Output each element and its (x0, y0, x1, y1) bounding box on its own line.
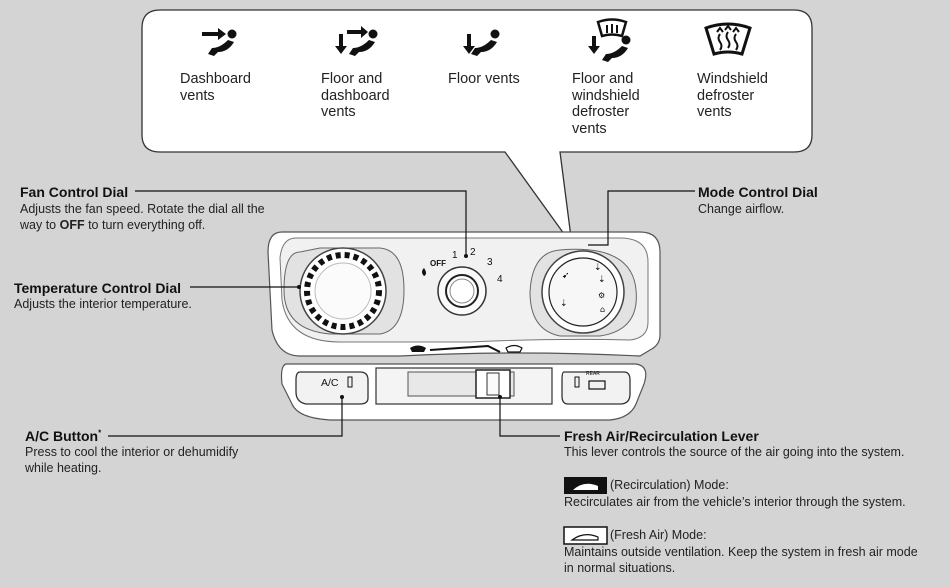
lever-desc: This lever controls the source of the ai… (564, 445, 905, 459)
svg-text:⇣: ⇣ (598, 275, 606, 285)
lever-title: Fresh Air/Recirculation Lever (564, 428, 759, 444)
fresh-air-mode-icon (563, 526, 608, 545)
recirc-mode-desc: Recirculates air from the vehicle’s inte… (564, 495, 906, 509)
fan-control-title: Fan Control Dial (20, 184, 129, 200)
mode-control-title: Mode Control Dial (698, 184, 818, 200)
fan-speed-3-label: 3 (487, 257, 493, 268)
mode-label-floor-and-windshield-defroster-vents: Floor and windshield defroster vents (572, 71, 640, 137)
temperature-control-desc: Adjusts the interior temperature. (14, 297, 192, 311)
fan-off-label: OFF (430, 259, 446, 268)
fan-control-desc: Adjusts the fan speed. Rotate the dial a… (20, 202, 265, 232)
mode-label-dashboard-vents: Dashboard vents (180, 71, 251, 104)
fan-speed-2-label: 2 (470, 247, 476, 258)
mode-label-floor-vents: Floor vents (448, 71, 520, 87)
temperature-control-title: Temperature Control Dial (14, 280, 181, 296)
fresh-mode-label: (Fresh Air) Mode: (610, 528, 707, 542)
svg-text:⌂: ⌂ (600, 305, 605, 314)
ac-button-label: A/C (321, 377, 339, 389)
ac-button[interactable] (295, 371, 369, 405)
fan-speed-1-label: 1 (452, 250, 458, 261)
floor-and-windshield-defroster-icon (588, 18, 631, 62)
fan-speed-4-label: 4 (497, 274, 503, 285)
mode-label-floor-and-dashboard-vents: Floor and dashboard vents (321, 71, 390, 120)
svg-text:➹: ➹ (562, 271, 570, 281)
mode-control-desc: Change airflow. (698, 202, 785, 216)
rear-defroster-label: REAR (586, 371, 600, 377)
floor-and-dashboard-vents-icon (335, 26, 378, 56)
svg-text:⚙: ⚙ (598, 291, 605, 300)
svg-text:⇣: ⇣ (594, 263, 602, 273)
dashboard-vents-icon (202, 28, 237, 56)
mode-label-windshield-defroster-vents: Windshield defroster vents (697, 71, 768, 120)
ac-button-title: A/C Button* (25, 428, 102, 444)
windshield-defroster-icon (704, 22, 752, 56)
recirc-mode-label: (Recirculation) Mode: (610, 478, 729, 492)
svg-text:⇣: ⇣ (560, 299, 568, 309)
floor-vents-icon (463, 29, 500, 56)
fresh-mode-desc: Maintains outside ventilation. Keep the … (564, 545, 918, 575)
ac-button-desc: Press to cool the interior or dehumidify… (25, 445, 239, 475)
